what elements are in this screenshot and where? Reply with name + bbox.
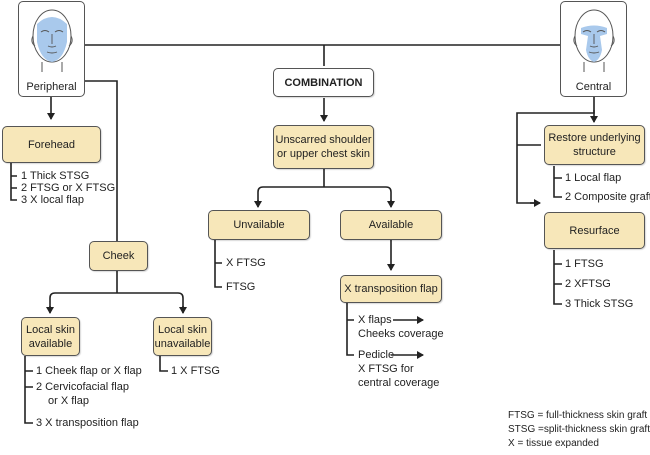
face-peripheral-icon [30, 9, 73, 72]
local-available-item: 1 Cheek flap or X flap [36, 365, 142, 377]
unavailable-items-connector [214, 240, 222, 288]
restore-items-connector [553, 166, 562, 198]
local-skin-available-node[interactable]: Local skin available [21, 317, 80, 356]
local-unavailable-label-2: unavailable [154, 337, 211, 350]
local-unavailable-items-connector [159, 356, 168, 372]
flap-item-line: Cheeks coverage [358, 328, 444, 340]
local-available-item: 3 X transposition flap [36, 417, 139, 429]
forehead-items-connector [10, 163, 17, 201]
flap-item-x-flaps: X flaps Cheeks coverage [358, 313, 444, 341]
unscarred-skin-node[interactable]: Unscarred shoulder or upper chest skin [273, 125, 374, 169]
flap-item-line: X FTSG for [358, 363, 414, 375]
flap-item-pedicle: Pedicle X FTSG for central coverage [358, 348, 439, 390]
unavailable-item: X FTSG [226, 257, 266, 269]
local-available-item: or X flap [48, 395, 89, 407]
legend-item: STSG =split-thickness skin graft [508, 424, 650, 435]
local-unavailable-label-1: Local skin [158, 323, 207, 336]
resurface-node[interactable]: Resurface [544, 212, 645, 249]
flap-items-connector [346, 303, 354, 356]
local-available-label-1: Local skin [26, 323, 75, 336]
cheek-split-connector [49, 271, 184, 312]
flap-item-line: central coverage [358, 377, 440, 389]
unavailable-node[interactable]: Unvailable [208, 210, 310, 240]
flap-label: X transposition flap [344, 283, 438, 295]
combination-node[interactable]: COMBINATION [273, 68, 374, 97]
restore-label-2: structure [573, 146, 616, 158]
resurface-item: 1 FTSG [565, 258, 604, 270]
restore-item: 2 Composite graft [565, 191, 650, 203]
peripheral-node[interactable]: Peripheral [18, 1, 85, 97]
unavailable-label: Unvailable [233, 219, 285, 231]
restore-structure-node[interactable]: Restore underlying structure [544, 125, 645, 165]
central-node[interactable]: Central [560, 1, 627, 97]
local-skin-unavailable-node[interactable]: Local skin unavailable [153, 317, 212, 356]
forehead-label: Forehead [27, 138, 76, 151]
flap-item-line: X flaps [358, 314, 392, 326]
central-label: Central [575, 81, 612, 93]
legend-item: FTSG = full-thickness skin graft [508, 410, 648, 421]
local-available-items-connector [24, 356, 33, 424]
local-available-item: 2 Cervicofacial flap [36, 381, 129, 393]
legend: FTSG = full-thickness skin graft STSG =s… [508, 409, 650, 451]
x-transposition-flap-node[interactable]: X transposition flap [340, 275, 442, 303]
unscarred-label-1: Unscarred shoulder [275, 134, 372, 146]
flap-item-line: Pedicle [358, 349, 395, 361]
connector-to-cheek [84, 80, 118, 241]
forehead-item: 3 X local flap [21, 194, 84, 206]
peripheral-label: Peripheral [26, 81, 77, 93]
available-node[interactable]: Available [340, 210, 442, 240]
resurface-label: Resurface [569, 224, 620, 237]
resurface-item: 3 Thick STSG [565, 298, 634, 310]
cheek-node[interactable]: Cheek [89, 241, 148, 271]
combination-label: COMBINATION [284, 76, 363, 89]
source-split-connector [257, 165, 392, 205]
local-unavailable-item: 1 X FTSG [171, 365, 220, 377]
available-label: Available [368, 219, 414, 231]
cheek-label: Cheek [102, 250, 135, 262]
resurface-item: 2 XFTSG [565, 278, 611, 290]
forehead-item: 2 FTSG or X FTSG [21, 182, 116, 194]
restore-item: 1 Local flap [565, 172, 622, 184]
resurface-items-connector [553, 250, 562, 305]
local-available-label-2: available [28, 337, 73, 350]
forehead-node[interactable]: Forehead [2, 126, 101, 163]
unavailable-item: FTSG [226, 281, 256, 293]
connector-central-down [516, 97, 595, 204]
face-central-icon [572, 9, 615, 72]
forehead-item: 1 Thick STSG [21, 170, 90, 182]
restore-label-1: Restore underlying [548, 132, 641, 144]
legend-item: X = tissue expanded [508, 438, 599, 449]
unscarred-label-2: or upper chest skin [277, 148, 370, 160]
